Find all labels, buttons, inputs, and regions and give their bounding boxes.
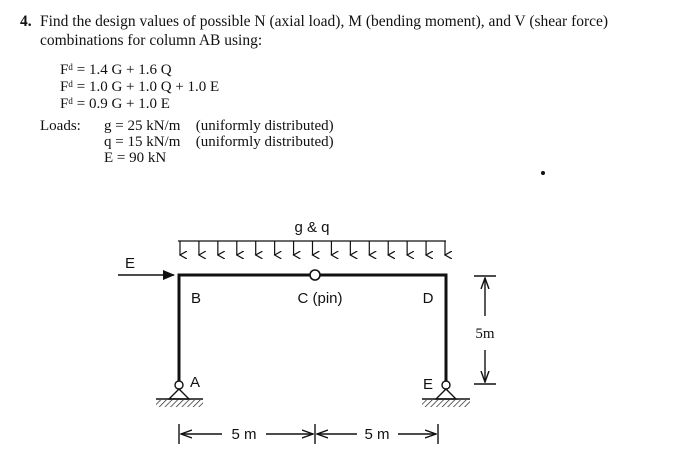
- height-dimension-label: 5m: [475, 326, 495, 342]
- load-item-e: E = 90 kN: [104, 150, 334, 166]
- pin-c: [309, 269, 321, 281]
- udl-label: g & q: [294, 219, 329, 236]
- loads-list: g = 25 kN/m (uniformly distributed) q = …: [104, 118, 334, 166]
- distributed-load: [178, 240, 446, 255]
- load-note: (uniformly distributed): [195, 118, 334, 134]
- load-note: (uniformly distributed): [195, 134, 334, 150]
- support-e-label: E: [423, 376, 433, 393]
- load-value: q = 15 kN/m: [104, 134, 181, 150]
- load-combinations: Fᵈ = 1.4 G + 1.6 Q Fᵈ = 1.0 G + 1.0 Q + …: [60, 62, 219, 113]
- height-dimension: [474, 275, 496, 385]
- support-a-label: A: [190, 374, 200, 391]
- question-text: Find the design values of possible N (ax…: [40, 13, 609, 49]
- node-d-label: D: [423, 290, 434, 307]
- frame: [177, 273, 448, 382]
- load-item-q: q = 15 kN/m (uniformly distributed): [104, 134, 334, 150]
- span-left-label: 5 m: [231, 426, 256, 443]
- point-load-label: E: [125, 255, 135, 272]
- combination-2: Fᵈ = 1.0 G + 1.0 Q + 1.0 E: [60, 79, 220, 95]
- question-number: 4.: [20, 13, 32, 30]
- stray-dot: [541, 171, 545, 175]
- span-right-label: 5 m: [364, 426, 389, 443]
- node-c-label: C (pin): [297, 290, 342, 307]
- pin-support-a: [156, 380, 203, 407]
- combination-3: Fᵈ = 0.9 G + 1.0 E: [60, 96, 170, 112]
- load-item-g: g = 25 kN/m (uniformly distributed): [104, 118, 334, 134]
- combination-1: Fᵈ = 1.4 G + 1.6 Q: [60, 62, 172, 78]
- node-b-label: B: [191, 290, 201, 307]
- load-value: E = 90 kN: [104, 150, 167, 166]
- span-dimension: [178, 424, 439, 444]
- loads-label: Loads:: [40, 118, 81, 134]
- pin-support-e: [422, 380, 470, 407]
- load-value: g = 25 kN/m: [104, 118, 181, 134]
